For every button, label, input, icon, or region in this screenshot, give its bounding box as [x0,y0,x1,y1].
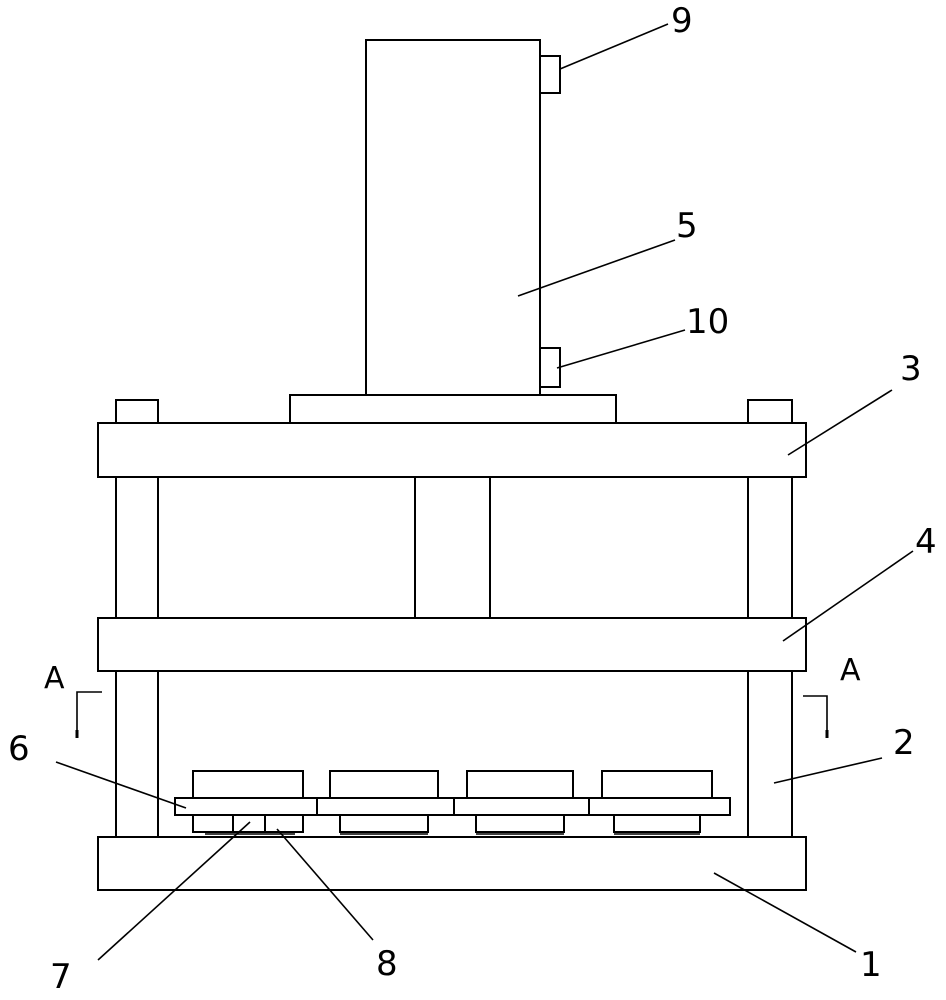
upper-sensor [539,55,561,94]
support-block-4 [613,814,701,833]
section-marker-right: A [803,653,861,738]
top-plate [97,422,807,478]
label-10: 10 [686,302,729,342]
support-block-3 [475,814,565,833]
leader-9 [559,23,669,70]
right-column-cap [747,399,793,424]
leader-7 [97,821,251,961]
base-plate [97,836,807,891]
leader-3 [787,389,893,456]
leader-8 [276,828,374,941]
piston-rod [414,476,491,619]
leader-6 [55,761,187,809]
tray-segment-3 [453,797,590,816]
label-3: 3 [900,349,922,389]
support-block-2 [339,814,429,833]
label-2: 2 [893,723,915,763]
section-marker-left: A [44,661,102,738]
left-column-cap [115,399,159,424]
mold-1 [192,770,304,799]
label-9: 9 [671,1,693,41]
tray-segment-4 [588,797,731,816]
mold-3 [466,770,574,799]
leader-2 [773,757,883,784]
cylinder-flange [289,394,617,424]
moving-plate [97,617,807,672]
label-1: 1 [860,945,882,985]
tray-segment-2 [316,797,455,816]
section-label-right: A [840,653,861,688]
leader-5 [517,239,676,297]
section-label-left: A [44,661,65,696]
leader-1 [713,872,857,953]
mold-4 [601,770,713,799]
tray-segment-1 [174,797,318,816]
mold-2 [329,770,439,799]
leader-4 [782,550,914,642]
label-4: 4 [915,522,937,562]
label-7: 7 [50,957,72,997]
label-8: 8 [376,944,398,984]
leader-10 [556,329,686,369]
label-6: 6 [8,729,30,769]
label-5: 5 [676,206,698,246]
cylinder-body [365,39,541,396]
